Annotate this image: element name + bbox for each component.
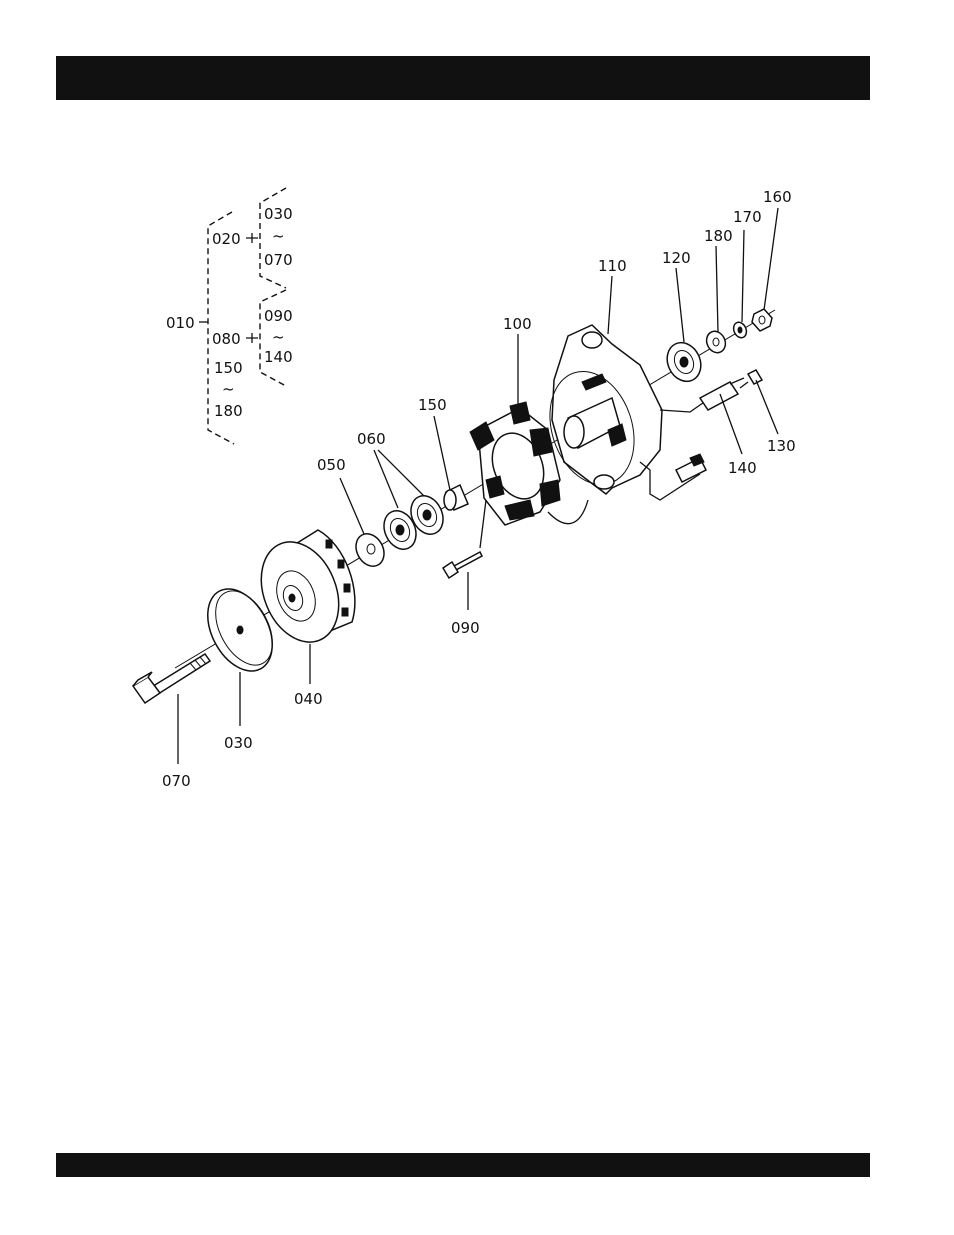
part-120-bearing xyxy=(661,337,707,387)
assembly-hierarchy: 010 020 030 ~ 070 080 090 ~ 140 150 ~ 18… xyxy=(166,188,293,444)
label-140: 140 xyxy=(728,459,757,477)
label-150: 150 xyxy=(418,396,447,414)
label-110: 110 xyxy=(598,257,627,275)
part-160-nut xyxy=(752,309,772,331)
label-050: 050 xyxy=(317,456,346,474)
part-150-spacer xyxy=(444,485,468,510)
label-060: 060 xyxy=(357,430,386,448)
label-150-range-start: 150 xyxy=(214,359,243,377)
label-030-range-start: 030 xyxy=(264,205,293,223)
label-080: 080 xyxy=(212,330,241,348)
label-090: 090 xyxy=(451,619,480,637)
label-090-range-start: 090 xyxy=(264,307,293,325)
part-070-bolt xyxy=(133,654,210,703)
part-060-bearings xyxy=(378,491,449,555)
part-090-screw xyxy=(443,552,482,578)
label-030: 030 xyxy=(224,734,253,752)
label-tilde-3: ~ xyxy=(222,380,235,398)
part-140-terminal xyxy=(700,378,744,410)
label-070-range-end: 070 xyxy=(264,251,293,269)
label-170: 170 xyxy=(733,208,762,226)
part-170-washer xyxy=(731,320,749,340)
label-180-range-end: 180 xyxy=(214,402,243,420)
leader-lines xyxy=(178,208,778,764)
label-020: 020 xyxy=(212,230,241,248)
label-tilde-1: ~ xyxy=(272,227,285,245)
label-120: 120 xyxy=(662,249,691,267)
label-010: 010 xyxy=(166,314,195,332)
label-040: 040 xyxy=(294,690,323,708)
part-180-washer xyxy=(703,328,729,356)
label-130: 130 xyxy=(767,437,796,455)
label-070: 070 xyxy=(162,772,191,790)
label-tilde-2: ~ xyxy=(272,328,285,346)
label-160: 160 xyxy=(763,188,792,206)
label-180: 180 xyxy=(704,227,733,245)
label-100: 100 xyxy=(503,315,532,333)
footer-bar xyxy=(56,1153,870,1177)
label-140-range-end: 140 xyxy=(264,348,293,366)
part-050-washer xyxy=(351,529,390,571)
